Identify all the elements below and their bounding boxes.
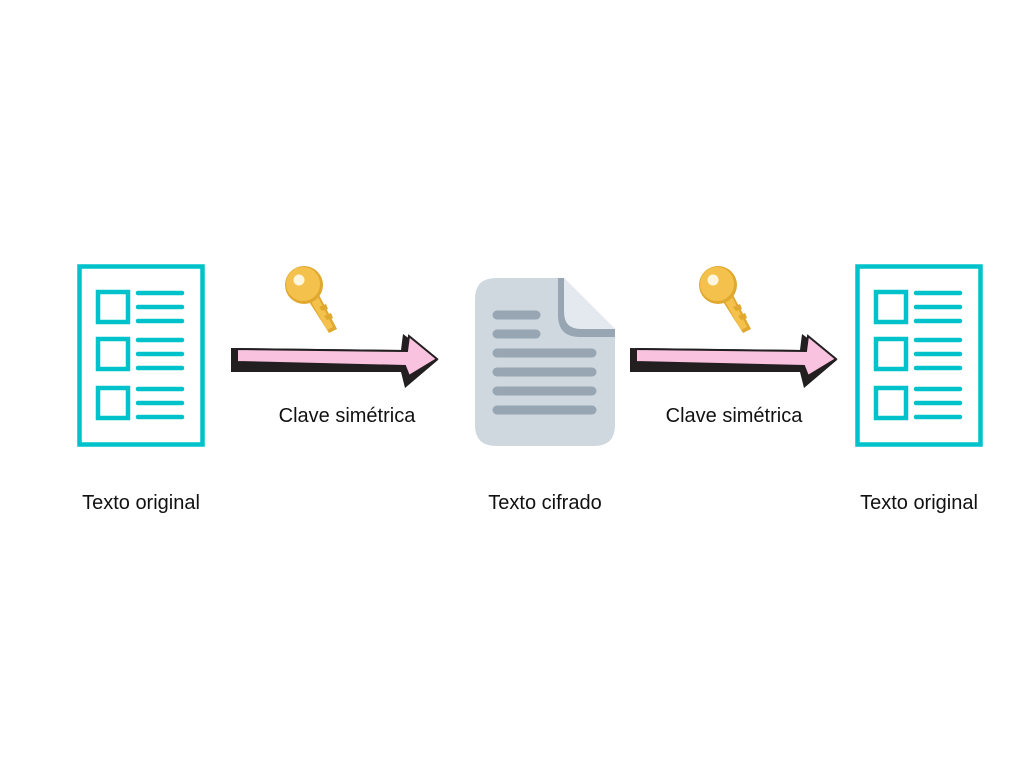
edge-label-decrypt: Clave simétrica bbox=[665, 405, 803, 427]
document-icon-right bbox=[855, 264, 985, 448]
node-label-plaintext-right: Texto original bbox=[860, 492, 978, 514]
document-icon-left bbox=[77, 264, 207, 448]
arrow-cipher-to-right bbox=[628, 332, 840, 392]
arrow-left-to-cipher bbox=[229, 332, 441, 392]
node-label-plaintext-left: Texto original bbox=[82, 492, 200, 514]
key-icon bbox=[696, 263, 756, 337]
key-icon bbox=[282, 263, 342, 337]
encrypted-document-icon bbox=[474, 277, 616, 447]
node-label-ciphertext: Texto cifrado bbox=[488, 492, 602, 514]
edge-label-encrypt: Clave simétrica bbox=[278, 405, 416, 427]
